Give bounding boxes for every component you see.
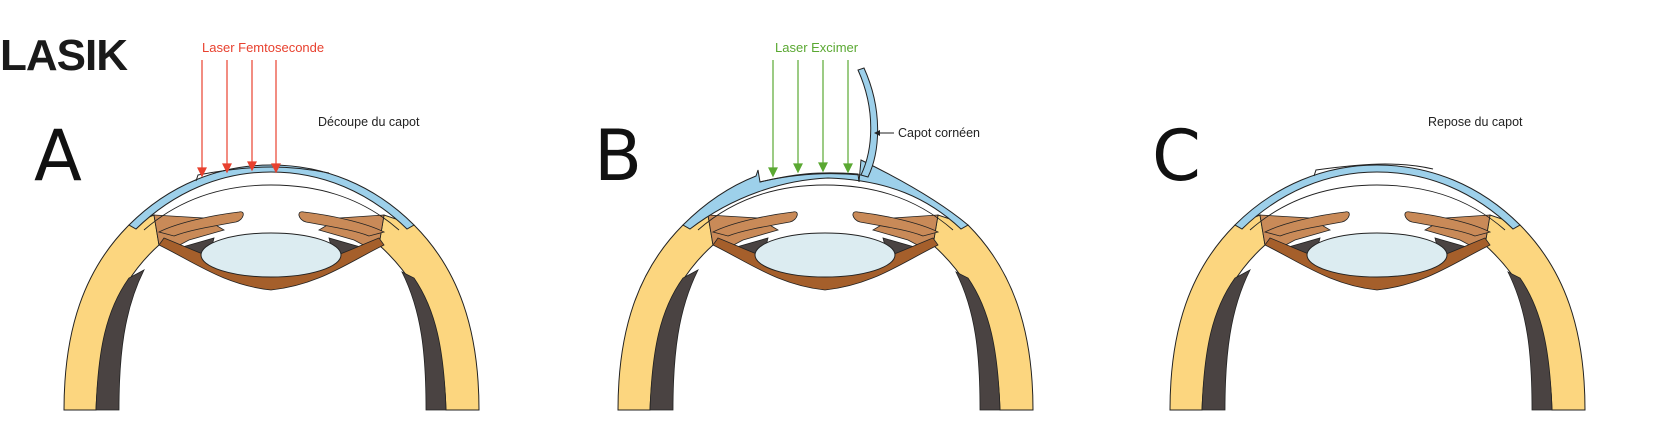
panel-c: [1169, 163, 1586, 411]
laser-excimer-label: Laser Excimer: [775, 40, 859, 55]
decoupe-du-capot-label: Découpe du capot: [318, 115, 420, 129]
panel-letter-c: C: [1152, 115, 1201, 197]
diagram-title: LASIK: [0, 31, 128, 80]
laser-femtoseconde-label: Laser Femtoseconde: [202, 40, 324, 55]
panel-letter-b: B: [594, 115, 642, 197]
excimer-laser-arrows: [768, 60, 853, 178]
repose-du-capot-label: Repose du capot: [1428, 115, 1523, 129]
panel-b: [617, 60, 1034, 411]
panel-a: [63, 60, 480, 411]
femtosecond-laser-arrows: [197, 60, 281, 178]
panel-letter-a: A: [34, 115, 82, 197]
capot-corneen-label: Capot cornéen: [898, 126, 980, 140]
